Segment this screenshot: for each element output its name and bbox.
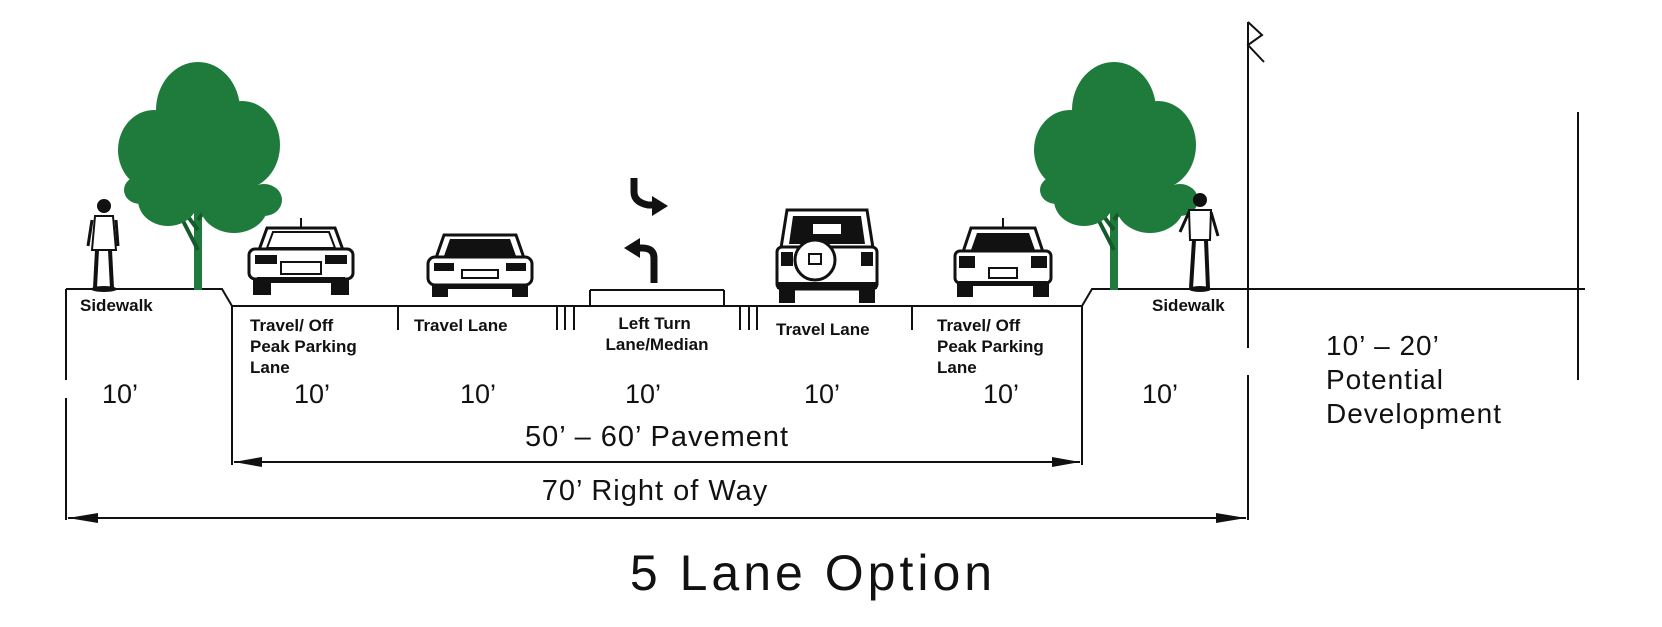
pedestrian-icon <box>86 199 120 292</box>
development-range: 10’ – 20’ <box>1326 330 1440 361</box>
zone-labels: Sidewalk Travel/ Off Peak Parking Lane T… <box>80 296 1225 377</box>
potential-development: 10’ – 20’ Potential Development <box>1326 330 1502 429</box>
zone-label-parking-right: Travel/ Off Peak Parking Lane <box>937 316 1049 377</box>
pedestrian-icon <box>1178 193 1220 292</box>
tree-icon <box>1034 62 1198 290</box>
development-line2: Development <box>1326 398 1502 429</box>
zone-label-median: Left Turn Lane/Median <box>606 314 709 354</box>
suv-rear-icon <box>775 208 879 303</box>
width-travel-left: 10’ <box>460 379 496 409</box>
width-median: 10’ <box>625 379 661 409</box>
width-travel-right: 10’ <box>804 379 840 409</box>
width-parking-right: 10’ <box>983 379 1019 409</box>
boundary-lines <box>65 21 1579 520</box>
pavement-label: 50’ – 60’ Pavement <box>525 421 789 453</box>
zone-label-parking-left: Travel/ Off Peak Parking Lane <box>250 316 362 377</box>
zone-widths: 10’ 10’ 10’ 10’ 10’ 10’ 10’ <box>102 379 1178 409</box>
zone-label-travel-right: Travel Lane <box>776 320 870 339</box>
width-sidewalk-left: 10’ <box>102 379 138 409</box>
zone-label-sidewalk-right: Sidewalk <box>1152 296 1225 315</box>
tree-icon <box>118 62 282 290</box>
development-line1: Potential <box>1326 364 1444 395</box>
row-label: 70’ Right of Way <box>542 475 769 507</box>
row-dimension: 70’ Right of Way <box>68 475 1246 523</box>
lane-dividers <box>397 306 913 330</box>
ground-profile <box>66 288 1585 307</box>
width-sidewalk-right: 10’ <box>1142 379 1178 409</box>
width-parking-left: 10’ <box>294 379 330 409</box>
pavement-dimension: 50’ – 60’ Pavement <box>234 421 1080 467</box>
zone-label-travel-left: Travel Lane <box>414 316 508 335</box>
zone-label-sidewalk-left: Sidewalk <box>80 296 153 315</box>
car-front-icon <box>247 218 355 295</box>
turn-arrow-icon <box>624 178 668 283</box>
car-front-icon <box>953 218 1053 297</box>
car-front-icon <box>426 233 534 297</box>
diagram-title: 5 Lane Option <box>630 545 996 601</box>
